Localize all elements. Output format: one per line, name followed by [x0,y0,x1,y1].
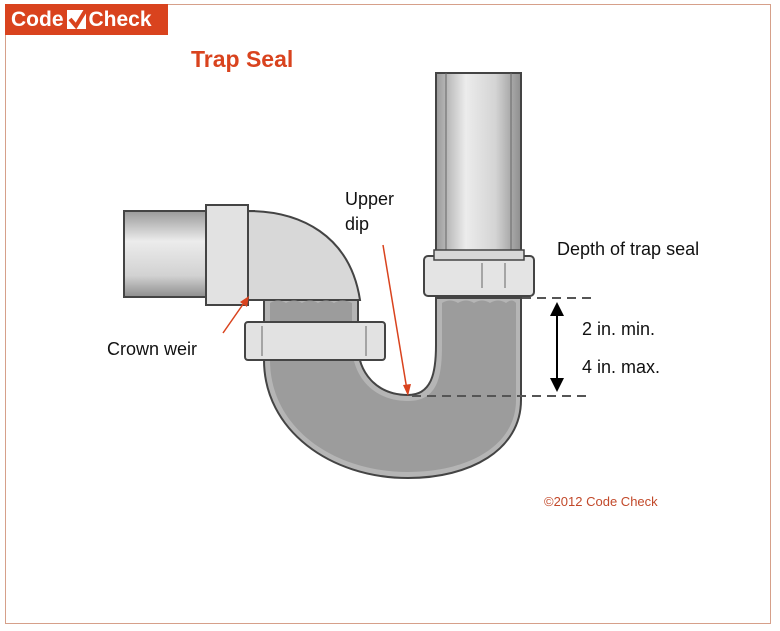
slip-nut-vertical [423,255,535,297]
logo-word-code: Code [11,7,64,31]
upper-dip-label: Upper dip [345,189,395,234]
min-label: 2 in. min. [582,319,656,339]
code-check-logo: Code Check [5,4,168,35]
crown-elbow [247,209,362,301]
crown-weir-pointer [222,299,247,334]
slip-nut-trap [244,321,386,361]
max-label: 4 in. max. [582,357,661,377]
upper-dip-pointer [382,244,408,391]
diagram-frame [5,4,771,624]
slip-nut-horizontal [205,204,249,306]
crown-weir-label: Crown weir [107,339,198,359]
depth-label: Depth of trap seal [557,239,700,259]
checkmark-icon [66,6,89,30]
logo-word-check: Check [88,7,152,31]
page-title: Trap Seal [191,46,294,72]
copyright: ©2012 Code Check [544,494,658,509]
